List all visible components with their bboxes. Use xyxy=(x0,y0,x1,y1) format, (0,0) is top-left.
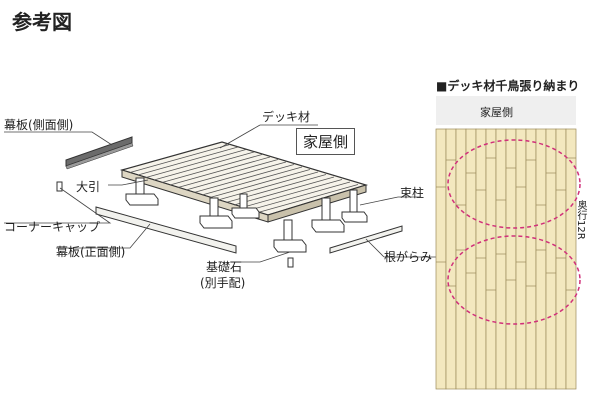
fascia-front-label: 幕板(正面側) xyxy=(56,245,126,259)
foundation-label-line1: 基礎石 xyxy=(206,260,243,274)
staggered-layout-panel xyxy=(435,96,581,390)
layout-panel-house-side: 家屋側 xyxy=(480,106,513,119)
highlight-ellipse-upper xyxy=(447,139,581,229)
page-title: 参考図 xyxy=(12,10,72,34)
highlight-ellipse-lower xyxy=(447,235,581,325)
corner-cap-piece-2 xyxy=(287,257,294,268)
post-label: 束柱 xyxy=(400,186,425,200)
foundation-label-line2: (別手配) xyxy=(200,276,246,290)
depth-label: 奥行12R xyxy=(575,200,586,240)
fascia-front-board xyxy=(95,206,237,254)
deck-material-label: デッキ材 xyxy=(262,110,311,124)
posts-and-foundations xyxy=(125,177,368,253)
corner-cap-label: コーナーキャップ xyxy=(4,220,101,234)
fascia-side-label: 幕板(側面側) xyxy=(4,118,74,132)
fascia-side-board xyxy=(65,136,134,170)
layout-panel-header: ■デッキ材千鳥張り納まり xyxy=(436,79,580,93)
house-side-label: 家屋側 xyxy=(296,128,356,155)
corner-cap-piece xyxy=(56,181,63,192)
ground-tie-label: 根がらみ xyxy=(384,250,433,264)
beam-label: 大引 xyxy=(76,180,101,194)
leader-lines xyxy=(4,124,440,263)
deck-surface xyxy=(119,141,369,223)
